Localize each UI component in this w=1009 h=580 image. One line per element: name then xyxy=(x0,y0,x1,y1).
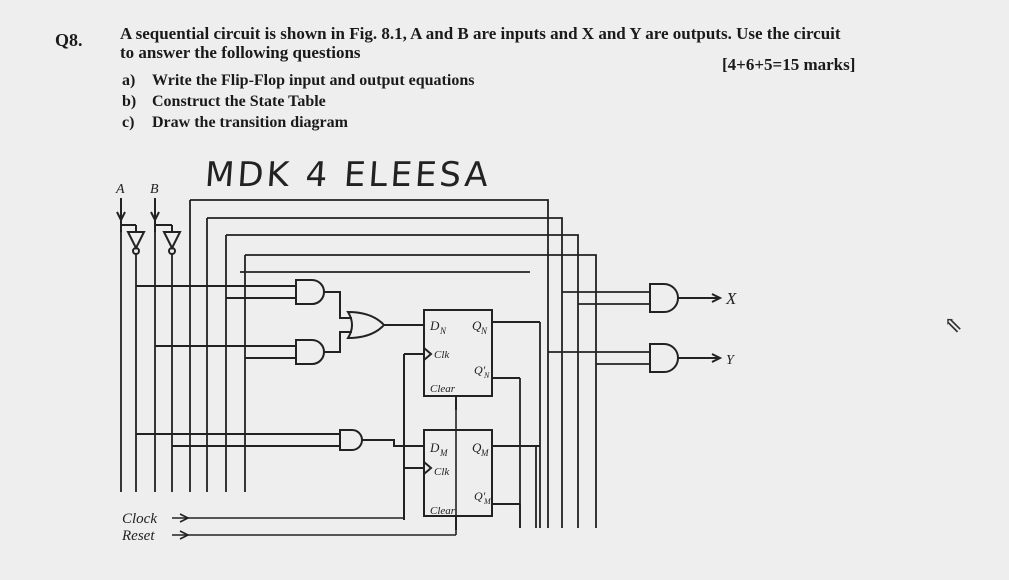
signal-bus xyxy=(120,200,246,492)
reset-label: Reset xyxy=(121,528,155,544)
output-wires xyxy=(519,291,650,528)
marks-allocation: [4+6+5=15 marks] xyxy=(722,55,856,74)
input-a-wire xyxy=(116,198,126,232)
flip-flop-m xyxy=(404,429,540,530)
ff-n-clk-label: Clk xyxy=(434,349,450,361)
ff-m-qbar-label: Q' xyxy=(474,489,486,503)
ff-n-qbar-label: Q' xyxy=(474,363,486,377)
ff-n-q-label: Q xyxy=(472,318,482,333)
sub-question-label: a) xyxy=(122,72,136,89)
ff-m-clear-label: Clear xyxy=(430,505,456,517)
sub-question-text: Write the Flip-Flop input and output equ… xyxy=(152,72,475,89)
ff-m-q-sub: M xyxy=(480,448,489,458)
input-a-label: A xyxy=(115,182,125,197)
sub-question-text: Construct the State Table xyxy=(152,93,326,110)
question-number: Q8. xyxy=(55,30,83,50)
sub-question-text: Draw the transition diagram xyxy=(152,114,348,131)
and-gate-y xyxy=(649,343,723,373)
pointer-cursor-icon: ⇖ xyxy=(944,312,963,337)
ff-m-d-sub: M xyxy=(439,448,448,458)
sub-question-c: c) Draw the transition diagram xyxy=(122,114,348,132)
ff-n-d-label: D xyxy=(429,318,440,333)
clock-reset-wires xyxy=(172,410,457,540)
ff-m-q-label: Q xyxy=(472,440,482,455)
ff-m-clk-label: Clk xyxy=(434,466,450,478)
and-gate-2 xyxy=(155,339,325,365)
and-gate-x xyxy=(649,283,723,313)
flip-flop-n xyxy=(403,309,540,520)
ff-m-qbar-sub: M xyxy=(483,497,492,506)
sub-question-a: a) Write the Flip-Flop input and output e… xyxy=(122,72,474,90)
output-y-label: Y xyxy=(726,353,736,368)
inverter-b xyxy=(155,224,182,255)
question-line-2: to answer the following questions xyxy=(120,43,361,62)
inverter-a xyxy=(121,224,146,255)
ff-n-clear-label: Clear xyxy=(430,383,456,395)
input-b-label: B xyxy=(150,182,159,197)
and-gate-3 xyxy=(136,429,424,451)
sub-question-label: b) xyxy=(122,93,137,110)
question-text: A sequential circuit is shown in Fig. 8.… xyxy=(120,24,841,62)
and-gate-1 xyxy=(136,279,325,305)
ff-n-qbar-sub: N xyxy=(483,371,490,380)
ff-m-d-label: D xyxy=(429,440,440,455)
input-b-wire xyxy=(150,198,160,232)
question-line-1: A sequential circuit is shown in Fig. 8.… xyxy=(120,24,841,43)
clock-label: Clock xyxy=(122,511,157,527)
output-x-label: X xyxy=(725,289,737,308)
feedback-wires xyxy=(190,199,597,528)
sub-question-b: b) Construct the State Table xyxy=(122,93,326,111)
ff-n-d-sub: N xyxy=(439,326,447,336)
or-gate-n xyxy=(324,291,424,353)
ff-n-q-sub: N xyxy=(480,326,488,336)
sub-question-label: c) xyxy=(122,114,135,131)
